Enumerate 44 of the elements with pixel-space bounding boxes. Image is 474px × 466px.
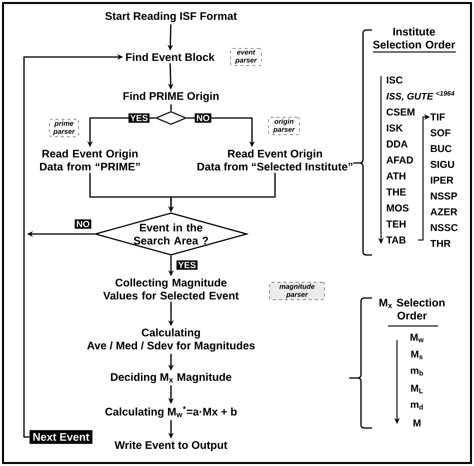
list-heading: M$_{x}$ Selection Order [379, 298, 445, 326]
list-item: BUC [430, 145, 452, 152]
list-item: ATH [386, 172, 406, 180]
list-item: ISS, GUTE $^{<1964}$ [386, 91, 454, 101]
process-step: Read Event Origin Data from “Selected Institute” [198, 149, 352, 171]
process-step: Find Event Block [126, 52, 215, 62]
list-item: SOF [430, 129, 450, 136]
process-step: Write Event to Output [114, 440, 228, 452]
edge-label: NO [194, 113, 212, 123]
list-item: MOS [386, 204, 409, 212]
process-step: Calculating M$_{w}$$^{*}$=a·Mx + b [105, 406, 237, 418]
list-item: M$_{L}$ [411, 384, 423, 394]
connector-line [170, 104, 172, 111]
list-item: TAB [386, 236, 406, 244]
edge-label: YES [176, 260, 198, 270]
list-item: SIGU [430, 160, 454, 168]
list-item: THR [430, 240, 451, 247]
list-item: THE [386, 188, 406, 196]
list-item: DDA [386, 140, 408, 148]
process-step: Start Reading ISF Format [105, 12, 237, 22]
list-item: M$_{s}$ [411, 350, 423, 360]
list-item: m$_{b}$ [410, 368, 424, 376]
process-step: Collecting Magnitude Values for Selected Event [103, 278, 239, 300]
process-step: Find PRIME Origin [123, 92, 219, 102]
list-item: CSEM [386, 108, 414, 116]
list-item: M [414, 420, 420, 426]
edge-label: YES [128, 113, 150, 123]
list-item: AZER [430, 208, 458, 216]
process-step: Calculating Ave / Med / Sdev for Magnitudes [87, 328, 255, 352]
list-item: TEH [386, 220, 406, 228]
label-box: Next Event [30, 430, 92, 444]
list-item: IPER [430, 176, 454, 184]
list-item: NSSC [430, 224, 458, 232]
list-item: AFAD [386, 156, 413, 164]
list-item: NSSP [430, 192, 458, 200]
list-item: ISC [386, 76, 403, 84]
list-item: TIF [430, 114, 445, 120]
list-heading: Institute Selection Order [372, 27, 456, 52]
list-item: m$_{d}$ [410, 402, 423, 410]
list-item: M$_{w}$ [410, 334, 424, 342]
list-item: ISK [386, 124, 403, 132]
process-step: Deciding M$_{x}$ Magnitude [111, 372, 232, 384]
process-step: Read Event Origin Data from “PRIME” [40, 149, 140, 171]
edge-label: NO [74, 219, 92, 229]
